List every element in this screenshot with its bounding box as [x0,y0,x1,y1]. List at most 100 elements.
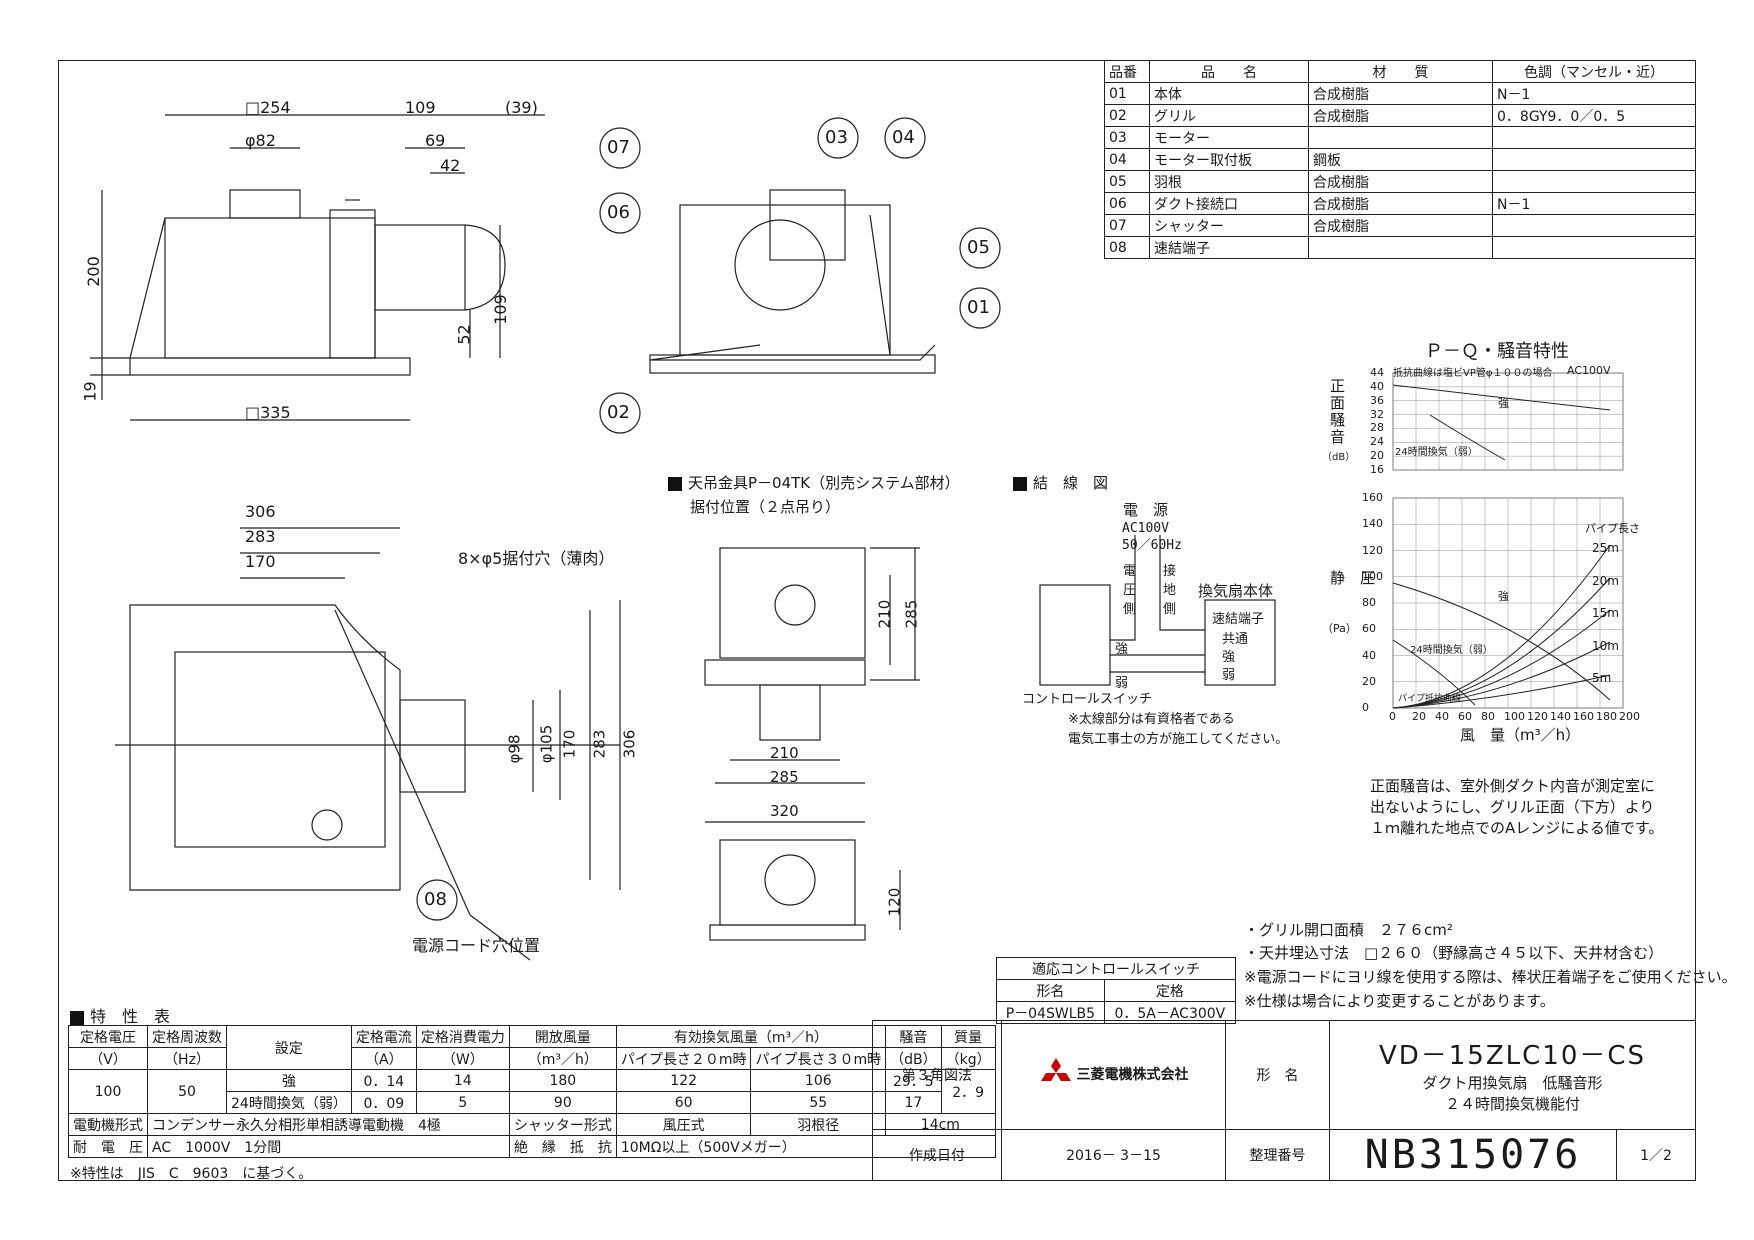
spec-strong-power: 14 [415,1069,510,1092]
tb-company-cell: 三菱電機株式会社 [1001,1020,1226,1130]
wiring-side-ground: 接地側 [1163,564,1177,617]
spec-table: 定格電圧 定格周波数 設定 定格電流 定格消費電力 開放風量 有効換気風量（m³… [68,1025,996,1158]
spec-u-v: （V） [68,1047,148,1070]
pq-noise-24h: 24時間換気（弱） [1395,447,1478,458]
pq-pipe-15: 15m [1592,606,1619,620]
spec-motor: コンデンサー永久分相形単相誘導電動機 4極 [147,1113,510,1136]
pq-desc-3: １ｍ離れた地点でのAレンジによる値です。 [1370,819,1664,837]
spec-weak-open: 90 [508,1091,617,1114]
row-name: モーター [1149,126,1309,149]
wiring-terminal: 速結端子 [1212,612,1265,627]
pq-24h: 24時間換気（弱） [1410,645,1493,656]
tb-number: NB315076 [1329,1128,1617,1182]
pressure-tick-label: 40 [1362,648,1376,662]
wiring-term-weak: 弱 [1222,668,1236,683]
spec-h-voltage: 定格電圧 [68,1025,148,1048]
dim-109: 109 [405,98,436,117]
spec-h-power: 定格消費電力 [415,1025,510,1048]
pressure-strong-curve [1392,582,1611,701]
wiring-note1: ※太線部分は有資格者である [1068,712,1235,727]
pressure-tick-label: 160 [1362,491,1383,504]
cord-hole-label: 電源コード穴位置 [412,936,541,955]
pq-strong: 強 [1498,590,1509,603]
tb-model-cell: VD－15ZLC10－CS ダクト用換気扇 低騒音形 ２４時間換気機能付 [1329,1020,1696,1130]
row-material: 合成樹脂 [1308,104,1493,127]
note-cord: ※電源コードにヨリ線を使用する際は、棒状圧着端子をご使用ください。 [1244,968,1737,986]
balloon-01: 01 [967,297,990,318]
dim-69: 69 [425,131,446,150]
hanger-dim-210-h: 210 [770,744,799,762]
pq-pressure-unit: （Pa） [1322,622,1357,635]
x-tick-label: 40 [1435,710,1449,723]
row-color [1492,126,1696,149]
row-material: 鋼板 [1308,148,1493,171]
spec-u-hz: （Hz） [147,1047,227,1070]
spec-weak-30m: 55 [750,1091,887,1114]
tb-date-label: 作成日付 [872,1128,1002,1182]
spec-shutter: 風圧式 [615,1113,752,1136]
spec-shutter-label: シャッター形式 [508,1113,617,1136]
wiring-ac: AC100V [1122,521,1169,536]
dim-side-109: 109 [490,294,510,325]
pq-resistance: パイプ抵抗曲線 [1398,694,1462,704]
dim-19: 19 [80,381,100,402]
spec-strong-current: 0．14 [350,1069,417,1092]
mount-holes: 8×φ5据付穴（薄肉） [458,549,615,568]
tb-model-label: 形 名 [1225,1020,1330,1130]
header-material: 材 質 [1308,60,1493,83]
spec-u-m3h: （m³／h） [508,1047,617,1070]
wiring-term-common: 共通 [1222,632,1249,647]
noise-tick-label: 32 [1370,407,1384,421]
spec-footnote: ※特性は JIS C 9603 に基づく。 [70,1166,313,1182]
row-no: 05 [1104,170,1150,193]
balloon-08: 08 [424,889,447,910]
row-no: 01 [1104,82,1150,105]
tb-model: VD－15ZLC10－CS [1378,1041,1647,1072]
row-color [1492,236,1696,259]
note-spec: ※仕様は場合により変更することがあります。 [1244,992,1555,1010]
spec-h-freq: 定格周波数 [147,1025,227,1048]
pressure-tick-label: 80 [1362,596,1376,609]
wiring-side-pressure: 電圧側 [1123,564,1137,617]
x-tick-label: 140 [1550,710,1571,723]
row-name: 速結端子 [1149,236,1309,259]
row-name: シャッター [1149,214,1309,237]
balloon-05: 05 [967,237,990,258]
pressure-tick-label: 100 [1362,569,1383,583]
noise-tick-label: 40 [1370,379,1384,393]
balloon-02: 02 [607,402,630,423]
pq-title: Ｐ－Ｑ・騒音特性 [1425,341,1569,362]
tb-desc1: ダクト用換気扇 低騒音形 [1422,1074,1603,1093]
pq-pressure-label: 静 圧 [1330,569,1376,587]
header-no: 品番 [1104,60,1150,83]
tb-company: 三菱電機株式会社 [1076,1066,1189,1083]
noise-tick-label: 36 [1370,393,1384,407]
noise-tick-label: 20 [1370,449,1384,463]
dim-170: 170 [245,552,276,571]
spec-u-20m: パイプ長さ２０m時 [615,1047,752,1070]
spec-weak-current: 0．09 [350,1091,417,1114]
row-color [1492,214,1696,237]
row-color [1492,148,1696,171]
row-material: 合成樹脂 [1308,170,1493,193]
pq-pipe-25: 25m [1592,541,1619,555]
balloon-03: 03 [825,127,848,148]
pipe-resistance-curve-3 [1392,641,1611,709]
spec-freq: 50 [147,1069,227,1114]
dim-42: 42 [440,156,461,175]
hanger-dim-120: 120 [885,887,904,917]
pq-ac: AC100V [1567,364,1611,377]
spec-h-effective: 有効換気風量（m³／h） [615,1025,887,1048]
dim-283: 283 [245,527,276,546]
hanger-sub: 据付位置（２点吊り） [690,498,841,516]
dim-200: 200 [83,256,103,287]
row-name: ダクト接続口 [1149,192,1309,215]
